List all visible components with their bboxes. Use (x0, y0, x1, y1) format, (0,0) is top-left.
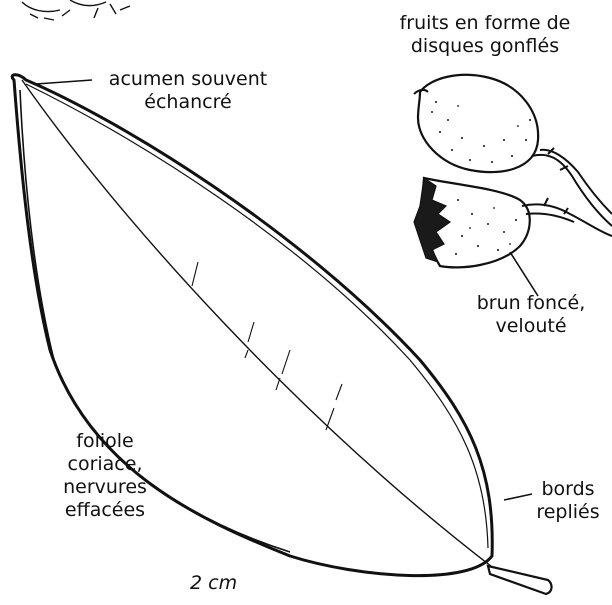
label-foliole-line1: foliole (40, 430, 170, 453)
leader-acumen (36, 80, 92, 84)
label-brun-line1: brun foncé, (466, 292, 596, 315)
label-fruits-line1: fruits en forme de (390, 12, 580, 35)
label-acumen-line1: acumen souvent (96, 68, 280, 91)
label-fruits: fruits en forme de disques gonflés (390, 12, 580, 58)
fruit-cluster (414, 75, 612, 268)
label-foliole: foliole coriace, nervures effacées (40, 430, 170, 522)
label-brun-line2: velouté (466, 315, 596, 338)
label-bords: bords repliés (528, 478, 608, 524)
label-bords-line2: repliés (528, 501, 608, 524)
label-foliole-line2: coriace, (40, 453, 170, 476)
label-bords-line1: bords (528, 478, 608, 501)
leader-brun (510, 252, 538, 296)
fruit-upper (418, 75, 538, 172)
label-fruits-line2: disques gonflés (390, 35, 580, 58)
label-acumen-line2: échancré (96, 91, 280, 114)
leaflet-petiole (488, 566, 552, 594)
sketch-remnant (22, 0, 130, 20)
label-foliole-line3: nervures (40, 476, 170, 499)
label-foliole-line4: effacées (40, 499, 170, 522)
label-acumen: acumen souvent échancré (96, 68, 280, 114)
scale-label: 2 cm (190, 572, 237, 595)
label-brun: brun foncé, velouté (466, 292, 596, 338)
